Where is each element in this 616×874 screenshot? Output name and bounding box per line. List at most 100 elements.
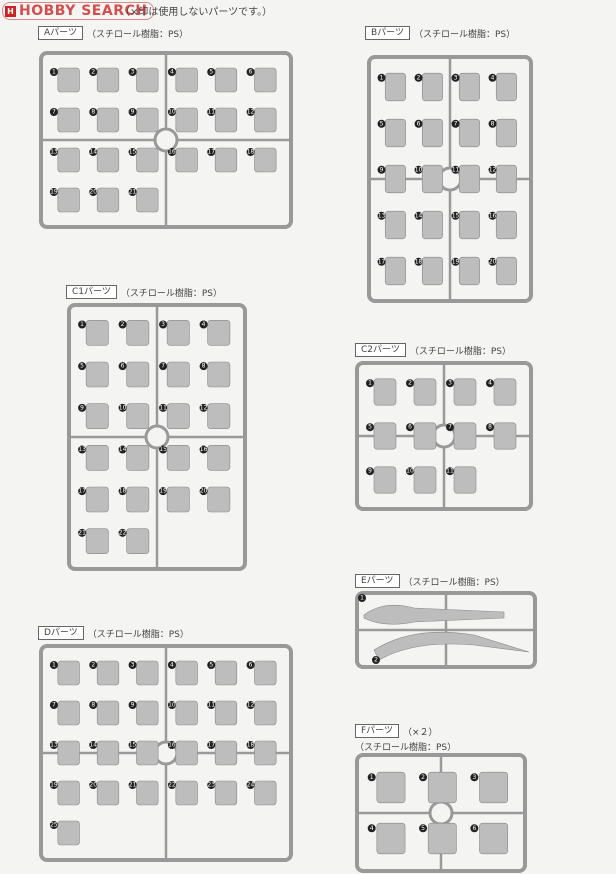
sprue-part <box>136 700 159 726</box>
part-number-marker <box>366 423 374 432</box>
part-number-marker <box>377 165 386 174</box>
sprue-part <box>421 210 443 240</box>
sprue-part <box>85 528 109 554</box>
sprue-part <box>96 660 120 686</box>
part-number: 12 <box>247 702 255 709</box>
sprue-part <box>458 118 480 148</box>
sprue-part <box>166 361 190 388</box>
material-f: （スチロール樹脂：PS） <box>355 743 457 753</box>
sprue-part <box>126 486 150 513</box>
part-number-marker <box>486 379 494 388</box>
material-b: （スチロール樹脂：PS） <box>414 29 516 40</box>
part-number-marker <box>167 68 176 76</box>
part-number-marker <box>488 119 497 128</box>
part-number-marker <box>89 188 98 196</box>
sprue-part <box>126 320 150 346</box>
part-number: 20 <box>89 189 97 196</box>
sprue-part <box>214 107 238 133</box>
tag-c1: C1パーツ <box>66 285 117 299</box>
part-number: 1 <box>80 321 84 328</box>
part-number: 4 <box>202 321 206 328</box>
part-number-marker <box>470 773 479 782</box>
part-number-marker <box>488 257 497 266</box>
part-number: 3 <box>161 321 165 328</box>
part-number: 20 <box>200 488 208 495</box>
sprue-part <box>495 118 517 148</box>
part-number-marker <box>49 821 58 829</box>
part-number-marker <box>49 188 58 196</box>
part-number: 13 <box>50 149 58 156</box>
sprue-part <box>427 771 457 804</box>
part-number-marker <box>414 211 423 220</box>
part-number: 6 <box>249 69 253 76</box>
part-number-marker <box>89 108 98 116</box>
part-number-marker <box>49 148 58 156</box>
sprue-part <box>495 256 517 286</box>
part-number: 14 <box>89 149 97 156</box>
part-number: 19 <box>50 782 58 789</box>
part-number-marker <box>159 445 168 454</box>
sprue-part <box>126 361 150 388</box>
part-number: 13 <box>50 742 58 749</box>
blade-part <box>373 631 530 661</box>
part-number-marker <box>167 148 176 156</box>
quantity-f: （×２） <box>403 727 438 738</box>
sprue-part <box>175 107 198 133</box>
part-number: 9 <box>131 702 135 709</box>
part-number-marker <box>488 165 497 174</box>
part-number-marker <box>488 73 497 82</box>
parts-list-note: （×印は使用しないパーツです。） <box>120 7 273 18</box>
part-number: 8 <box>488 424 492 431</box>
part-number: 14 <box>89 742 97 749</box>
part-number: 7 <box>52 702 56 709</box>
sprue-part <box>479 771 509 804</box>
part-number: 3 <box>454 74 458 81</box>
part-number: 22 <box>119 529 127 536</box>
part-number: 6 <box>408 424 412 431</box>
part-number-marker <box>118 528 127 537</box>
part-number-marker <box>446 423 454 432</box>
part-number: 1 <box>370 774 374 781</box>
part-number-marker <box>199 362 208 371</box>
part-number: 8 <box>491 120 495 127</box>
part-number-marker <box>246 68 255 76</box>
part-number: 19 <box>452 258 460 265</box>
sprue-part <box>126 403 150 429</box>
sprue-part <box>96 700 120 726</box>
part-number: 6 <box>121 363 125 370</box>
part-number-marker <box>128 701 137 709</box>
part-number: 19 <box>159 488 167 495</box>
part-number: 2 <box>91 69 95 76</box>
part-number: 19 <box>50 189 58 196</box>
tag-b: Bパーツ <box>365 26 410 40</box>
sprue-part <box>458 256 480 286</box>
sprue-part <box>57 67 80 93</box>
part-number: 14 <box>415 212 423 219</box>
part-number: 18 <box>415 258 423 265</box>
part-number-marker <box>159 403 168 412</box>
sprue-part <box>57 187 80 213</box>
part-number: 16 <box>168 742 176 749</box>
part-number: 10 <box>119 404 127 411</box>
part-number: 18 <box>247 742 255 749</box>
sprue-part <box>214 780 238 806</box>
sprue-part <box>384 164 406 194</box>
label-f: Fパーツ （×２） <box>355 724 438 738</box>
sprue-part <box>136 107 159 133</box>
part-number-marker <box>246 148 255 156</box>
part-number-marker <box>89 741 98 749</box>
part-number-marker <box>366 379 374 388</box>
sprue-part <box>254 660 277 686</box>
part-number: 17 <box>207 742 215 749</box>
part-number: 18 <box>119 488 127 495</box>
part-number-marker <box>118 362 127 371</box>
sprue-part <box>96 107 120 133</box>
part-number-marker <box>78 320 87 329</box>
part-number: 16 <box>200 446 208 453</box>
hobbysearch-logo-icon: H <box>5 5 16 17</box>
part-number-marker <box>89 701 98 709</box>
sprue-part <box>384 256 406 286</box>
